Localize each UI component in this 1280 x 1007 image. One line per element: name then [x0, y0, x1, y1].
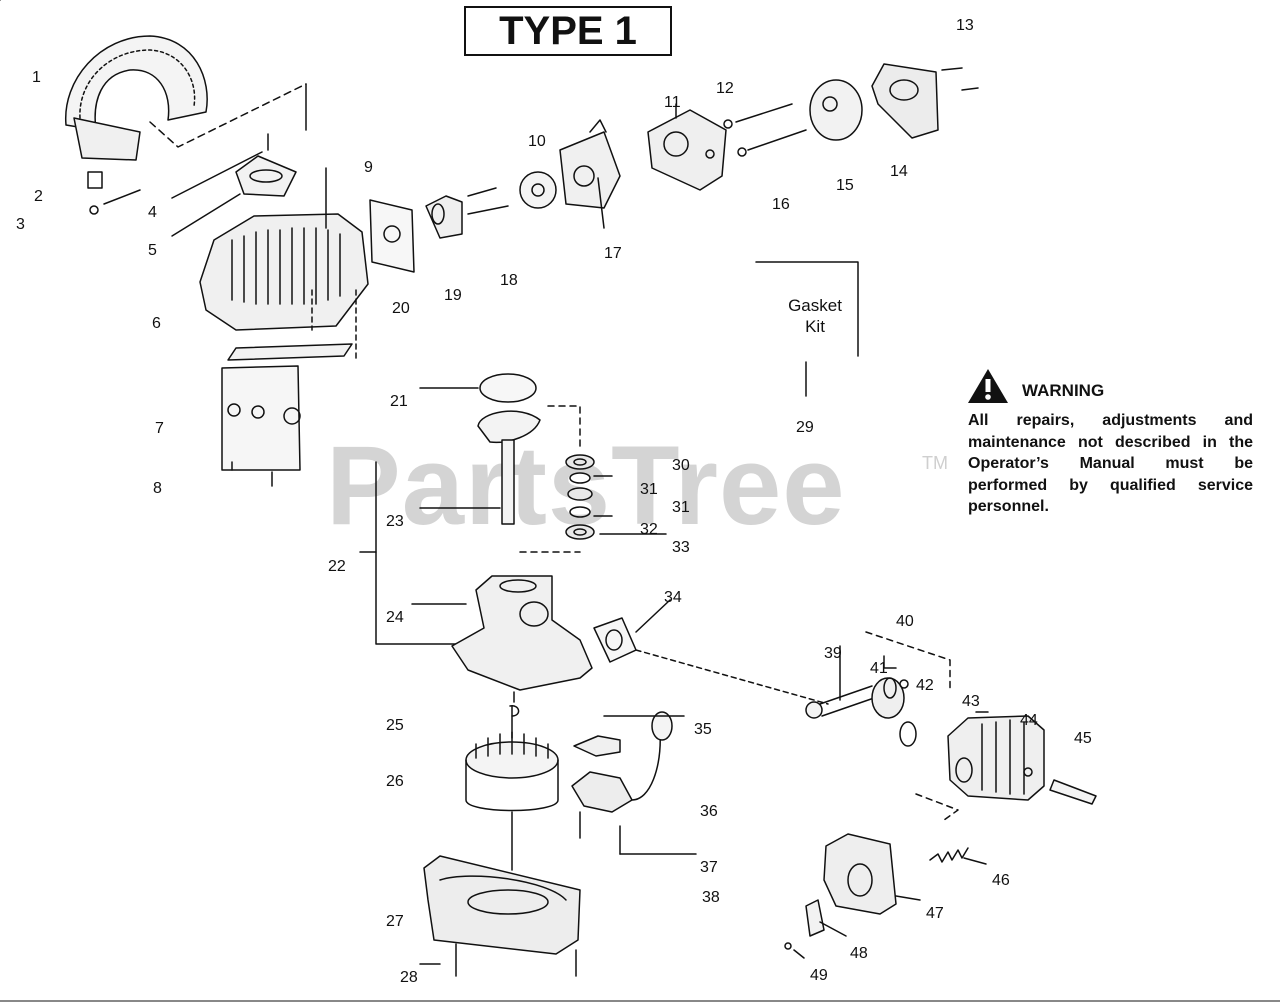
warning-text: All repairs, adjustments and maintenance…: [968, 412, 1253, 515]
cover-cap-part: [171, 133, 297, 237]
piston-rod-part: [805, 645, 917, 747]
part-number-label: 46: [992, 872, 1010, 889]
base-housing-part: [419, 855, 581, 977]
carburetor-part: [519, 119, 621, 229]
part-number-label: 21: [390, 393, 408, 410]
watermark: PartsTree: [326, 423, 846, 548]
pulley-disk-part: [419, 373, 537, 403]
part-number-label: 32: [640, 521, 658, 538]
part-number-label: 40: [896, 613, 914, 630]
filter-element-part: [809, 79, 863, 141]
part-number-label: 19: [444, 287, 462, 304]
part-number-label: 48: [850, 945, 868, 962]
part-number-label: 34: [664, 589, 682, 606]
part-number-label: 43: [962, 693, 980, 710]
part-number-label: 20: [392, 300, 410, 317]
intake-gasket-part: [593, 599, 671, 663]
part-number-label: 8: [153, 480, 162, 497]
gasket-kit-line2: Kit: [805, 317, 825, 336]
part-number-label: 24: [386, 609, 404, 626]
bearing-stack-part: [565, 454, 667, 540]
part-number-label: 15: [836, 177, 854, 194]
part-number-label: 17: [604, 245, 622, 262]
part-number-label: 33: [672, 539, 690, 556]
mount-bracket-part: [221, 343, 353, 487]
gasket-kit-label: Gasket Kit: [760, 295, 870, 337]
part-number-label: 37: [700, 859, 718, 876]
muffler-plate-part: [784, 899, 847, 959]
part-number-label: 22: [328, 558, 346, 575]
part-number-label: 10: [528, 133, 546, 150]
gasket-plate-part: [369, 199, 415, 273]
part-number-label: 3: [16, 216, 25, 233]
part-number-label: 4: [148, 204, 157, 221]
air-filter-base-part: [647, 103, 727, 191]
part-number-label: 23: [386, 513, 404, 530]
part-number-label: 7: [155, 420, 164, 437]
part-number-label: 27: [386, 913, 404, 930]
tension-spring-part: [929, 847, 987, 865]
part-number-label: 41: [870, 660, 888, 677]
part-number-label: 18: [500, 272, 518, 289]
warning-heading: WARNING: [1022, 381, 1105, 400]
part-number-label: 38: [702, 889, 720, 906]
part-number-label: 45: [1074, 730, 1092, 747]
part-number-label: 1: [32, 69, 41, 86]
part-number-label: 49: [810, 967, 828, 984]
diagram-title: TYPE 1: [464, 6, 672, 56]
part-number-label: 11: [664, 94, 681, 111]
part-number-label: 28: [400, 969, 418, 986]
part-number-label: 14: [890, 163, 908, 180]
ignition-module-part: [571, 711, 697, 855]
filter-cover-part: [871, 63, 979, 139]
part-number-label: 31: [640, 481, 658, 498]
warning-icon: [968, 369, 1008, 403]
cylinder-shroud-part: [199, 167, 369, 361]
long-bolts-part: [723, 103, 807, 157]
trademark-mark: TM: [922, 453, 948, 473]
part-number-label: 29: [796, 419, 814, 436]
part-number-label: 31: [672, 499, 690, 516]
footer-rule: [0, 1000, 1280, 1002]
cylinder-part: [947, 711, 1097, 805]
muffler-part: [823, 833, 921, 915]
guard-shield-part: [65, 35, 208, 215]
part-number-label: 6: [152, 315, 161, 332]
part-number-label: 36: [700, 803, 718, 820]
part-number-label: 25: [386, 717, 404, 734]
part-number-label: 42: [916, 677, 934, 694]
spacer-block-part: [425, 187, 509, 239]
flywheel-part: [465, 705, 559, 871]
part-number-label: 35: [694, 721, 712, 738]
part-number-label: 26: [386, 773, 404, 790]
part-number-label: 5: [148, 242, 157, 259]
part-number-label: 13: [956, 17, 974, 34]
crankcase-part: [411, 575, 593, 691]
part-number-label: 9: [364, 159, 373, 176]
gasket-kit-line1: Gasket: [788, 296, 842, 315]
part-number-label: 44: [1020, 712, 1038, 729]
part-number-label: 30: [672, 457, 690, 474]
part-number-label: 12: [716, 80, 734, 97]
part-number-label: 2: [34, 188, 43, 205]
part-number-label: 47: [926, 905, 944, 922]
part-number-label: 39: [824, 645, 842, 662]
part-number-label: 16: [772, 196, 790, 213]
crankshaft-part: [419, 410, 541, 525]
